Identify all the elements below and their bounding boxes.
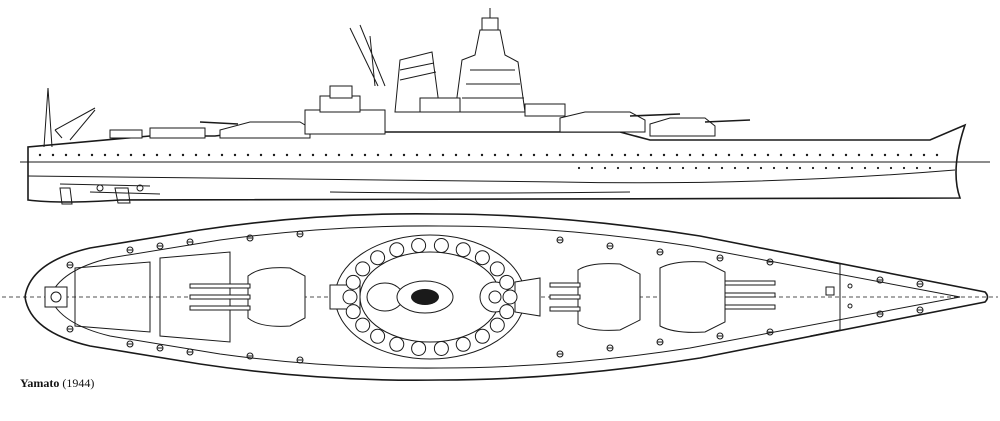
forward-turret-2-plan — [549, 263, 641, 331]
superstructure-plan — [329, 234, 541, 360]
forward-turrets-side — [559, 111, 751, 137]
plan-view — [2, 213, 998, 381]
aft-turret-plan — [189, 267, 306, 327]
forward-turret-1-plan — [659, 261, 776, 333]
superstructure-side — [304, 8, 566, 135]
hull-plan — [24, 213, 989, 381]
hull-lower-line — [27, 169, 956, 184]
figure-caption: Yamato (1944) — [20, 376, 94, 391]
deck-fittings — [66, 230, 924, 364]
porthole-row — [38, 153, 939, 170]
bow-deck — [809, 257, 853, 337]
aft-crane — [43, 87, 206, 148]
deck-edge — [49, 225, 961, 369]
caption-ship-name: Yamato — [20, 376, 60, 390]
hull-profile — [27, 123, 967, 203]
bilge-keel — [329, 191, 631, 194]
aa-gun-mounts — [342, 238, 518, 356]
pagoda-tower — [454, 29, 526, 113]
stern-deck — [44, 251, 231, 343]
side-profile-view — [20, 8, 990, 205]
stern-gear — [59, 183, 161, 205]
caption-year: (1944) — [62, 376, 95, 390]
